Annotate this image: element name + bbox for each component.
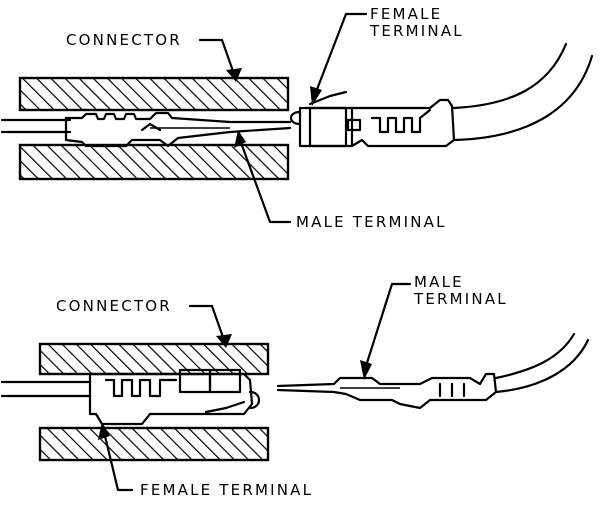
bottom-male-terminal-label: MALE TERMINAL <box>414 274 508 308</box>
bottom-connector-label: CONNECTOR <box>56 297 172 315</box>
top-female-label-line1: FEMALE <box>370 5 443 23</box>
bottom-assembly <box>0 282 590 492</box>
bottom-left-wire <box>0 380 92 398</box>
bottom-male-terminal <box>276 372 498 410</box>
top-male-terminal <box>64 111 292 148</box>
bottom-connector-housing <box>38 342 270 462</box>
top-left-wire <box>0 118 72 134</box>
top-male-terminal-label: MALE TERMINAL <box>296 213 447 231</box>
bottom-right-cable <box>494 332 590 394</box>
bottom-female-terminal-label: FEMALE TERMINAL <box>140 481 314 499</box>
top-female-terminal-label: FEMALE TERMINAL <box>370 6 464 40</box>
top-assembly <box>0 12 594 224</box>
top-leaders <box>198 12 368 224</box>
top-right-cable <box>452 42 594 142</box>
top-female-label-line2: TERMINAL <box>370 22 464 40</box>
bottom-female-terminal <box>88 368 261 426</box>
bottom-leaders <box>98 282 412 492</box>
top-connector-label: CONNECTOR <box>66 31 182 49</box>
bottom-male-label-line1: MALE <box>414 273 464 291</box>
bottom-male-label-line2: TERMINAL <box>414 290 508 308</box>
top-female-terminal <box>289 90 456 148</box>
